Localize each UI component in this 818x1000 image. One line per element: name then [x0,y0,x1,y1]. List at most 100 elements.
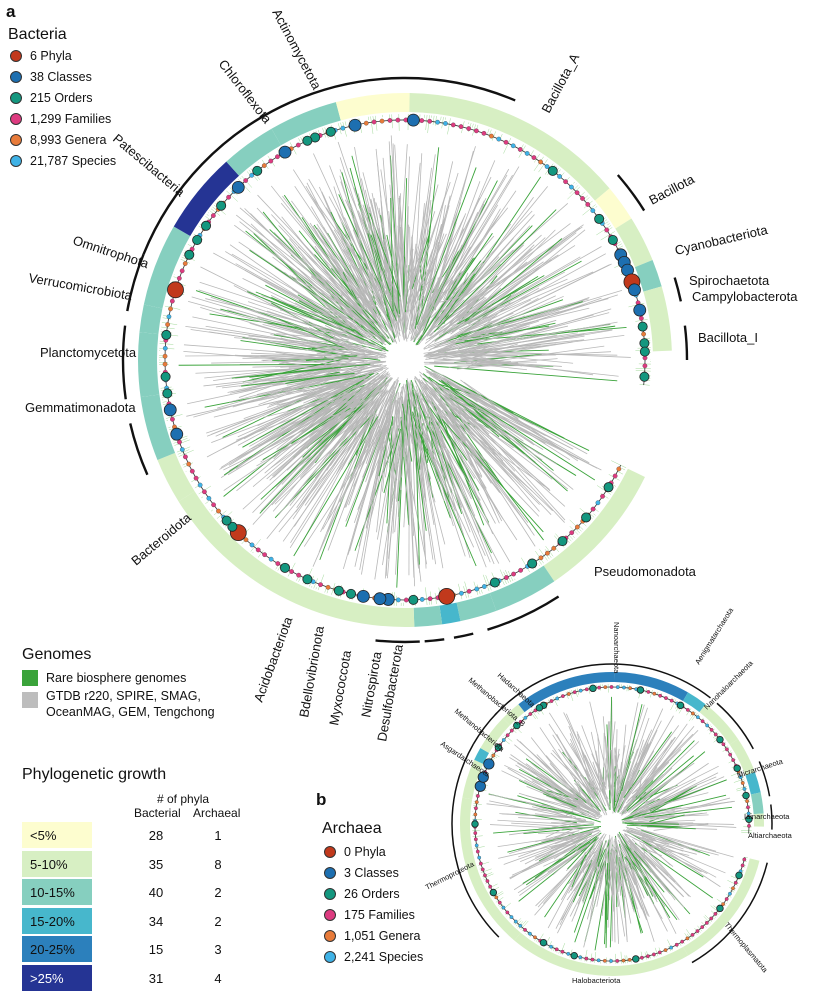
rare-branch [338,194,397,321]
rare-branch [416,426,477,567]
tree-branch [629,843,685,908]
tree-branch [639,837,694,860]
rare-branch [285,373,338,385]
order-node [745,815,753,823]
tree-branch [554,828,598,845]
order-node [639,346,650,357]
family-node [395,117,401,123]
tree-branch [244,208,374,336]
rare-genome-tick [693,936,695,938]
growth-ring-segment [614,672,688,702]
order-node [636,686,645,694]
tree-branch [273,253,384,340]
family-node [427,118,433,124]
tree-branch [426,384,553,480]
rare-branch [493,824,594,834]
growth-ring-segment [502,704,525,726]
family-node [569,184,574,190]
tree-branch [636,739,673,798]
tree-branch [636,827,691,849]
rare-genome-tick [474,846,485,849]
tree-branch [435,299,476,335]
tree-branch [398,398,402,491]
growth-range-label: 10-15% [30,885,75,900]
family-node [747,824,751,828]
family-node [483,873,487,878]
tree-branch [355,377,393,424]
rare-branch [402,178,408,300]
tree-branch [584,754,607,802]
rare-genome-tick [567,186,581,200]
tree-branch [251,310,372,353]
tree-branch [262,353,332,362]
rare-genome-tick [241,540,245,545]
family-node [590,957,595,962]
rare-genome-tick [226,190,238,202]
phylum-label-chloroflexota: Chloroflexota [216,57,275,127]
family-node [496,136,502,142]
family-node [584,956,589,961]
tree-branch [436,390,558,465]
family-node [621,958,626,963]
tree-branch [628,773,681,813]
family-node [604,227,610,233]
growth-ring-segment [750,792,764,815]
tree-branch [404,278,418,317]
tree-branch [430,424,481,501]
family-node [574,190,580,196]
rare-genome-tick [210,509,214,512]
rare-genome-tick [742,870,744,872]
tree-branch [432,253,606,349]
rare-branch [543,793,577,808]
tree-branch [291,200,396,342]
rare-branch [411,232,431,289]
tree-branch [503,829,600,865]
tree-branch [595,750,606,800]
tree-branch [489,800,578,820]
tree-branch [638,845,662,857]
tree-branch [625,826,701,854]
family-node [419,118,425,123]
rare-genome-tick [654,947,659,957]
family-node [615,685,620,689]
tree-branch [365,426,385,483]
growth-archaeal-count: 3 [214,942,222,957]
tree-branch [362,204,396,293]
rare-branch [446,257,476,301]
growth-swatch [22,822,92,848]
tree-branch [444,242,525,331]
tree-branch [270,295,386,353]
tree-branch [543,837,600,904]
family-node [268,556,274,562]
tree-branch [579,745,608,816]
rare-genome-tick [514,578,516,581]
bacteria-legend-item: 215 Orders [10,91,93,105]
rare-branch [433,209,557,333]
family-node [561,694,565,698]
family-node [189,468,195,474]
family-node [183,454,188,460]
order-node [535,704,544,712]
tree-branch [497,819,581,826]
rare-genome-tick [573,181,575,184]
tree-branch [443,203,485,301]
rare-branch [416,167,477,326]
tree-branch [322,426,385,530]
phylum-bracket [683,325,689,361]
rare-genome-tick [725,902,728,905]
tree-branch [286,367,389,445]
tree-branch [347,389,395,486]
family-node [590,506,596,512]
order-node [570,951,578,960]
tree-branch [424,374,516,472]
tree-branch [305,399,368,446]
tree-branch [424,387,553,512]
rare-branch [597,848,606,867]
tree-branch [583,838,612,948]
rare-genome-tick [733,778,745,783]
tree-branch [648,837,660,848]
tree-branch [376,421,391,458]
phylum-node [438,587,456,605]
tree-branch [552,842,590,876]
rare-branch [400,416,410,525]
